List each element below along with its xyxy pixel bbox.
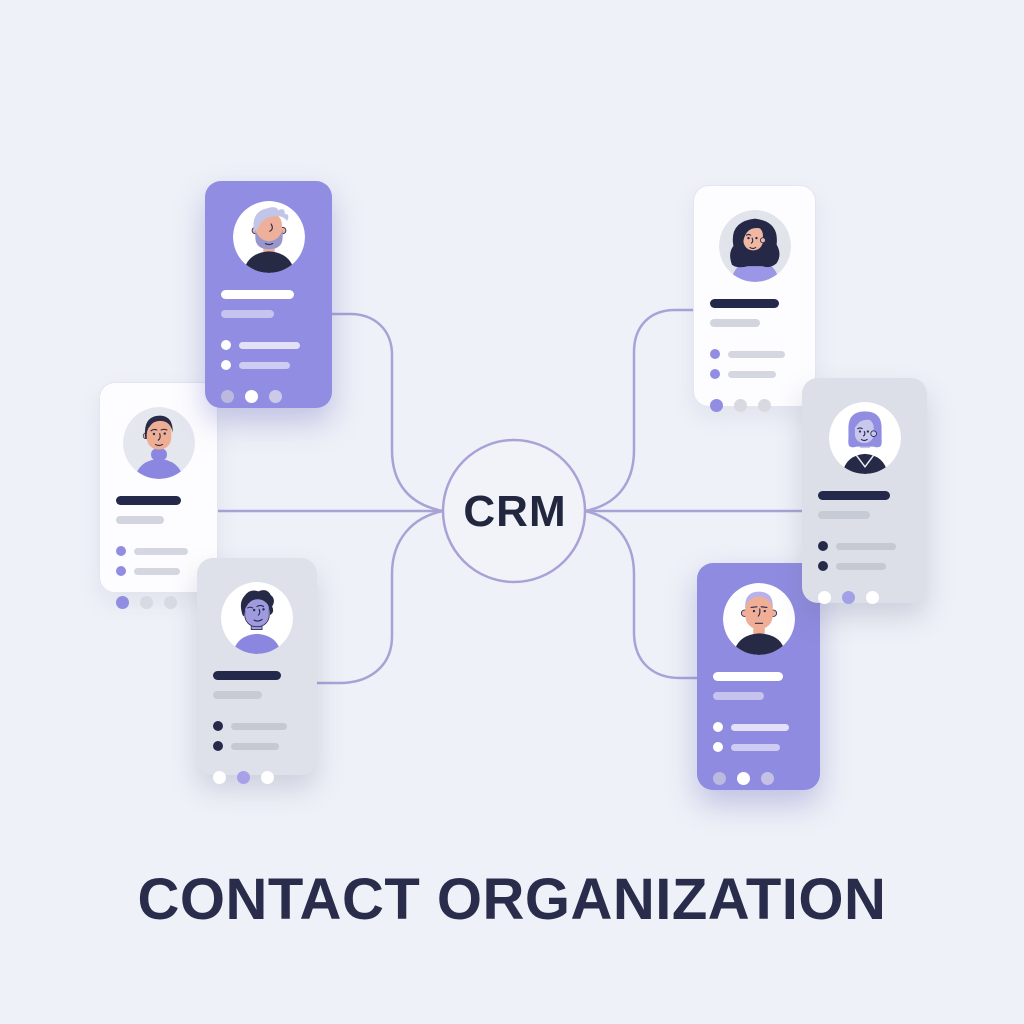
bullet-dot	[713, 722, 723, 732]
subtitle-placeholder-bar	[710, 319, 760, 327]
status-dot	[237, 771, 250, 784]
page-title: CONTACT ORGANIZATION	[137, 867, 887, 932]
avatar	[221, 582, 293, 654]
detail-row	[213, 741, 301, 751]
contact-card-bottom-left	[197, 558, 317, 784]
footer-dots	[116, 596, 201, 609]
status-dot	[713, 772, 726, 785]
detail-row	[116, 566, 201, 576]
bullet-dot	[221, 340, 231, 350]
avatar	[828, 402, 901, 474]
avatar	[722, 583, 795, 655]
footer-dots	[213, 771, 301, 784]
contact-card-middle-right	[802, 378, 927, 604]
status-dot	[737, 772, 750, 785]
avatar	[122, 407, 195, 479]
name-placeholder-bar	[221, 290, 295, 299]
detail-row	[116, 546, 201, 556]
name-placeholder-bar	[116, 496, 182, 505]
footer-dots	[221, 390, 316, 403]
connector-top-left	[332, 312, 444, 513]
detail-row	[818, 561, 911, 571]
contact-card-bottom-right	[697, 563, 820, 790]
detail-row	[221, 340, 316, 350]
avatar	[232, 201, 305, 273]
detail-row	[221, 360, 316, 370]
contact-card-top-right	[693, 185, 816, 412]
detail-placeholder-bar	[231, 722, 288, 730]
footer-dots	[818, 591, 911, 604]
name-placeholder-bar	[713, 672, 784, 681]
status-dot	[842, 591, 855, 604]
status-dot	[261, 771, 274, 784]
crm-hub-circle	[441, 438, 587, 584]
contact-card-top-left	[205, 181, 332, 408]
status-dot	[761, 772, 774, 785]
detail-row	[213, 721, 301, 731]
detail-row	[710, 349, 799, 359]
connector-bottom-left	[317, 509, 444, 685]
status-dot	[140, 596, 153, 609]
status-dot	[164, 596, 177, 609]
footer-dots	[713, 772, 804, 785]
detail-placeholder-bar	[239, 361, 291, 369]
detail-placeholder-bar	[728, 350, 785, 358]
status-dot	[269, 390, 282, 403]
footer-dots	[710, 399, 799, 412]
status-dot	[866, 591, 879, 604]
crm-hub-label: CRM	[463, 487, 567, 536]
name-placeholder-bar	[818, 491, 890, 500]
bullet-dot	[710, 349, 720, 359]
contact-card-middle-left	[99, 382, 218, 609]
name-placeholder-bar	[213, 671, 281, 680]
bullet-dot	[213, 741, 223, 751]
detail-row	[713, 742, 804, 752]
detail-placeholder-bar	[134, 567, 180, 575]
name-placeholder-bar	[710, 299, 779, 308]
detail-row	[818, 541, 911, 551]
status-dot	[245, 390, 258, 403]
detail-placeholder-bar	[239, 341, 300, 349]
subtitle-placeholder-bar	[213, 691, 263, 699]
bullet-dot	[818, 541, 828, 551]
bullet-dot	[713, 742, 723, 752]
detail-row	[713, 722, 804, 732]
bullet-dot	[221, 360, 231, 370]
detail-placeholder-bar	[231, 742, 279, 750]
subtitle-placeholder-bar	[221, 310, 275, 318]
status-dot	[116, 596, 129, 609]
subtitle-placeholder-bar	[713, 692, 764, 700]
detail-placeholder-bar	[836, 562, 887, 570]
connector-bottom-right	[584, 509, 698, 680]
subtitle-placeholder-bar	[818, 511, 871, 519]
status-dot	[758, 399, 771, 412]
detail-placeholder-bar	[728, 370, 777, 378]
detail-placeholder-bar	[836, 542, 896, 550]
detail-placeholder-bar	[731, 743, 781, 751]
bullet-dot	[710, 369, 720, 379]
bullet-dot	[818, 561, 828, 571]
bullet-dot	[116, 566, 126, 576]
connector-top-right	[584, 308, 693, 513]
detail-placeholder-bar	[731, 723, 790, 731]
status-dot	[710, 399, 723, 412]
subtitle-placeholder-bar	[116, 516, 164, 524]
status-dot	[734, 399, 747, 412]
status-dot	[221, 390, 234, 403]
status-dot	[818, 591, 831, 604]
detail-row	[710, 369, 799, 379]
detail-placeholder-bar	[134, 547, 189, 555]
status-dot	[213, 771, 226, 784]
bullet-dot	[116, 546, 126, 556]
avatar	[718, 210, 791, 282]
bullet-dot	[213, 721, 223, 731]
